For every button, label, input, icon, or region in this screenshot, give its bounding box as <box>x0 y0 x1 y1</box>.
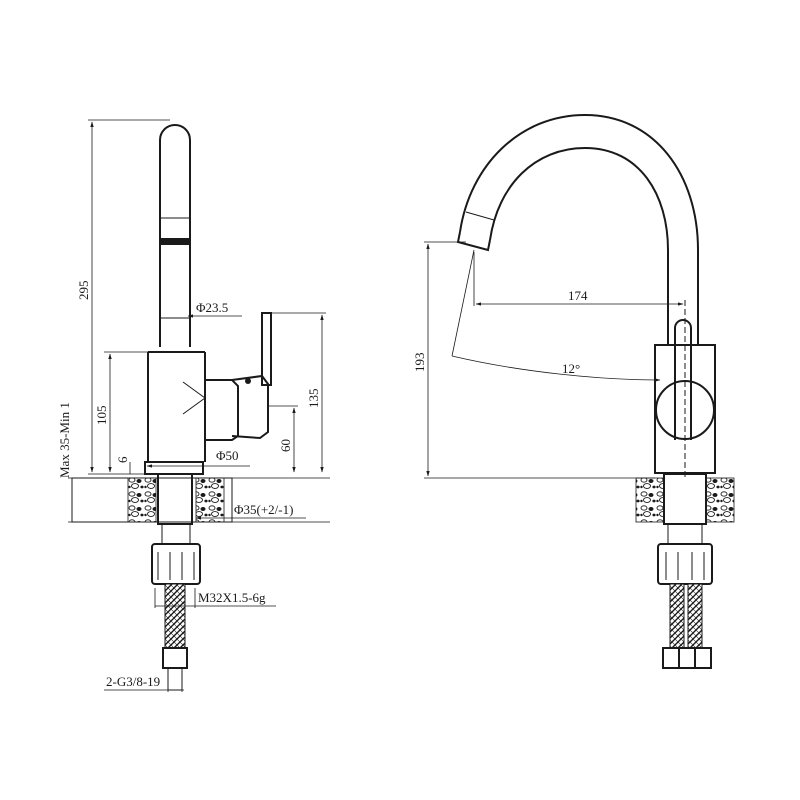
counter-edge-lines <box>72 477 330 523</box>
dim-193-ext <box>424 241 655 479</box>
front-fitting-2 <box>678 647 696 669</box>
dim-hose-leader <box>104 672 184 692</box>
dim-12-ray <box>451 249 475 357</box>
spout-tip <box>456 231 491 252</box>
front-nut <box>657 543 713 585</box>
front-view: 193 174 12° <box>412 113 735 669</box>
supply-hose <box>164 583 186 649</box>
dim-12-label: 12° <box>562 361 580 376</box>
dim-295-ext <box>88 119 170 475</box>
countertop-section-left <box>127 477 157 523</box>
dim-135-label: 135 <box>306 389 321 409</box>
shank-thread <box>161 524 191 544</box>
aerator <box>160 238 190 245</box>
dim-counter-label: Max 35-Min 1 <box>57 402 72 478</box>
dim-counter-ext <box>68 477 72 523</box>
hose-end <box>167 667 183 691</box>
front-countertop-right <box>705 477 735 523</box>
dim-thread-leader <box>154 588 276 608</box>
front-hose-right <box>687 583 703 649</box>
front-nut-ribs <box>665 552 705 580</box>
front-handle-lever <box>674 319 692 440</box>
side-view: 295 105 Max 35-Min 1 6 Φ23.5 135 60 Φ50 … <box>57 119 330 692</box>
dim-35-label: Φ35(+2/-1) <box>234 502 293 517</box>
body <box>147 351 206 462</box>
front-shank-thread <box>667 524 703 544</box>
dim-174-label: 174 <box>568 288 588 303</box>
gooseneck-inner <box>489 146 669 345</box>
dim-thread-label: M32X1.5-6g <box>198 590 266 605</box>
spout-tip-line <box>465 211 495 221</box>
dim-12-arc <box>451 355 661 382</box>
handle-lever <box>261 312 272 386</box>
dim-174-ext <box>473 252 686 306</box>
dim-50-label: Φ50 <box>216 448 239 463</box>
dim-6-label: 6 <box>115 456 130 463</box>
dim-23-5-label: Φ23.5 <box>196 300 228 315</box>
mounting-shank <box>157 473 193 525</box>
countertop-section-right <box>195 477 225 523</box>
cartridge <box>205 379 239 441</box>
mounting-nut <box>151 543 201 585</box>
base-flange <box>144 461 204 475</box>
front-hose-left <box>669 583 685 649</box>
front-fitting-1 <box>662 647 680 669</box>
dim-105-label: 105 <box>94 406 109 426</box>
cartridge-cone <box>182 381 206 415</box>
handle-body <box>231 374 269 440</box>
hose-fitting <box>162 647 188 669</box>
spout <box>159 124 191 347</box>
gooseneck-outer <box>459 113 699 345</box>
dim-295-label: 295 <box>76 281 91 301</box>
front-fitting-3 <box>694 647 712 669</box>
dim-60-label: 60 <box>278 439 293 452</box>
nut-ribs <box>157 552 195 580</box>
dim-193-label: 193 <box>412 353 427 373</box>
handle-screw <box>245 378 251 384</box>
front-shank <box>663 473 707 525</box>
front-countertop-left <box>635 477 665 523</box>
dim-hose-label: 2-G3/8-19 <box>106 674 160 689</box>
